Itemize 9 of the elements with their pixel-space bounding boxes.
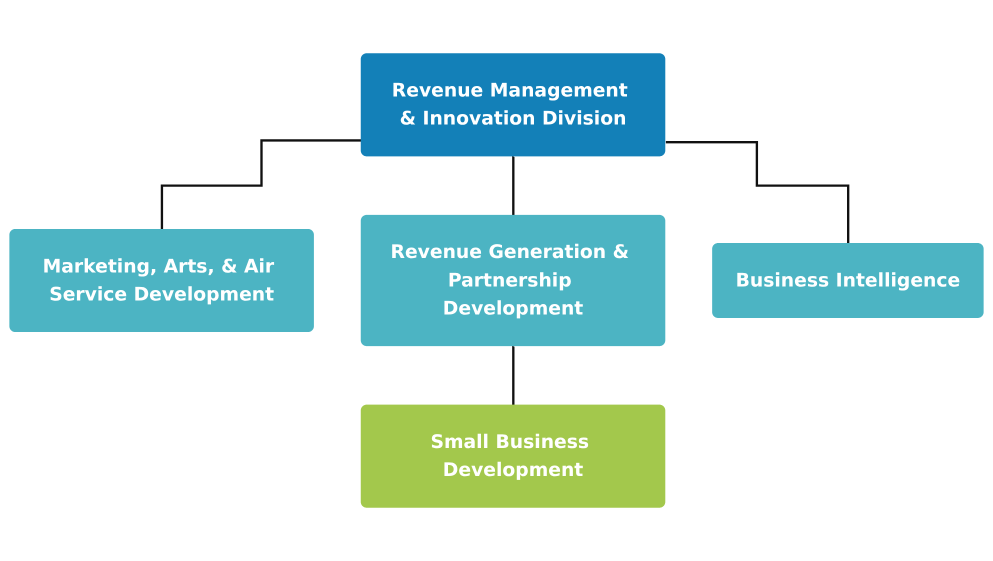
node-box: Marketing, Arts, & Air Service Development	[9, 228, 314, 332]
node-box: Revenue Generation & Partnership Development	[360, 214, 666, 346]
connector	[512, 346, 515, 406]
node-box: Revenue Management & Innovation Division	[360, 53, 666, 156]
node-box: Business Intelligence	[712, 243, 984, 318]
connector	[666, 140, 850, 245]
connector	[160, 139, 362, 231]
node-box: Small Business Development	[360, 404, 666, 508]
connector	[512, 156, 515, 217]
